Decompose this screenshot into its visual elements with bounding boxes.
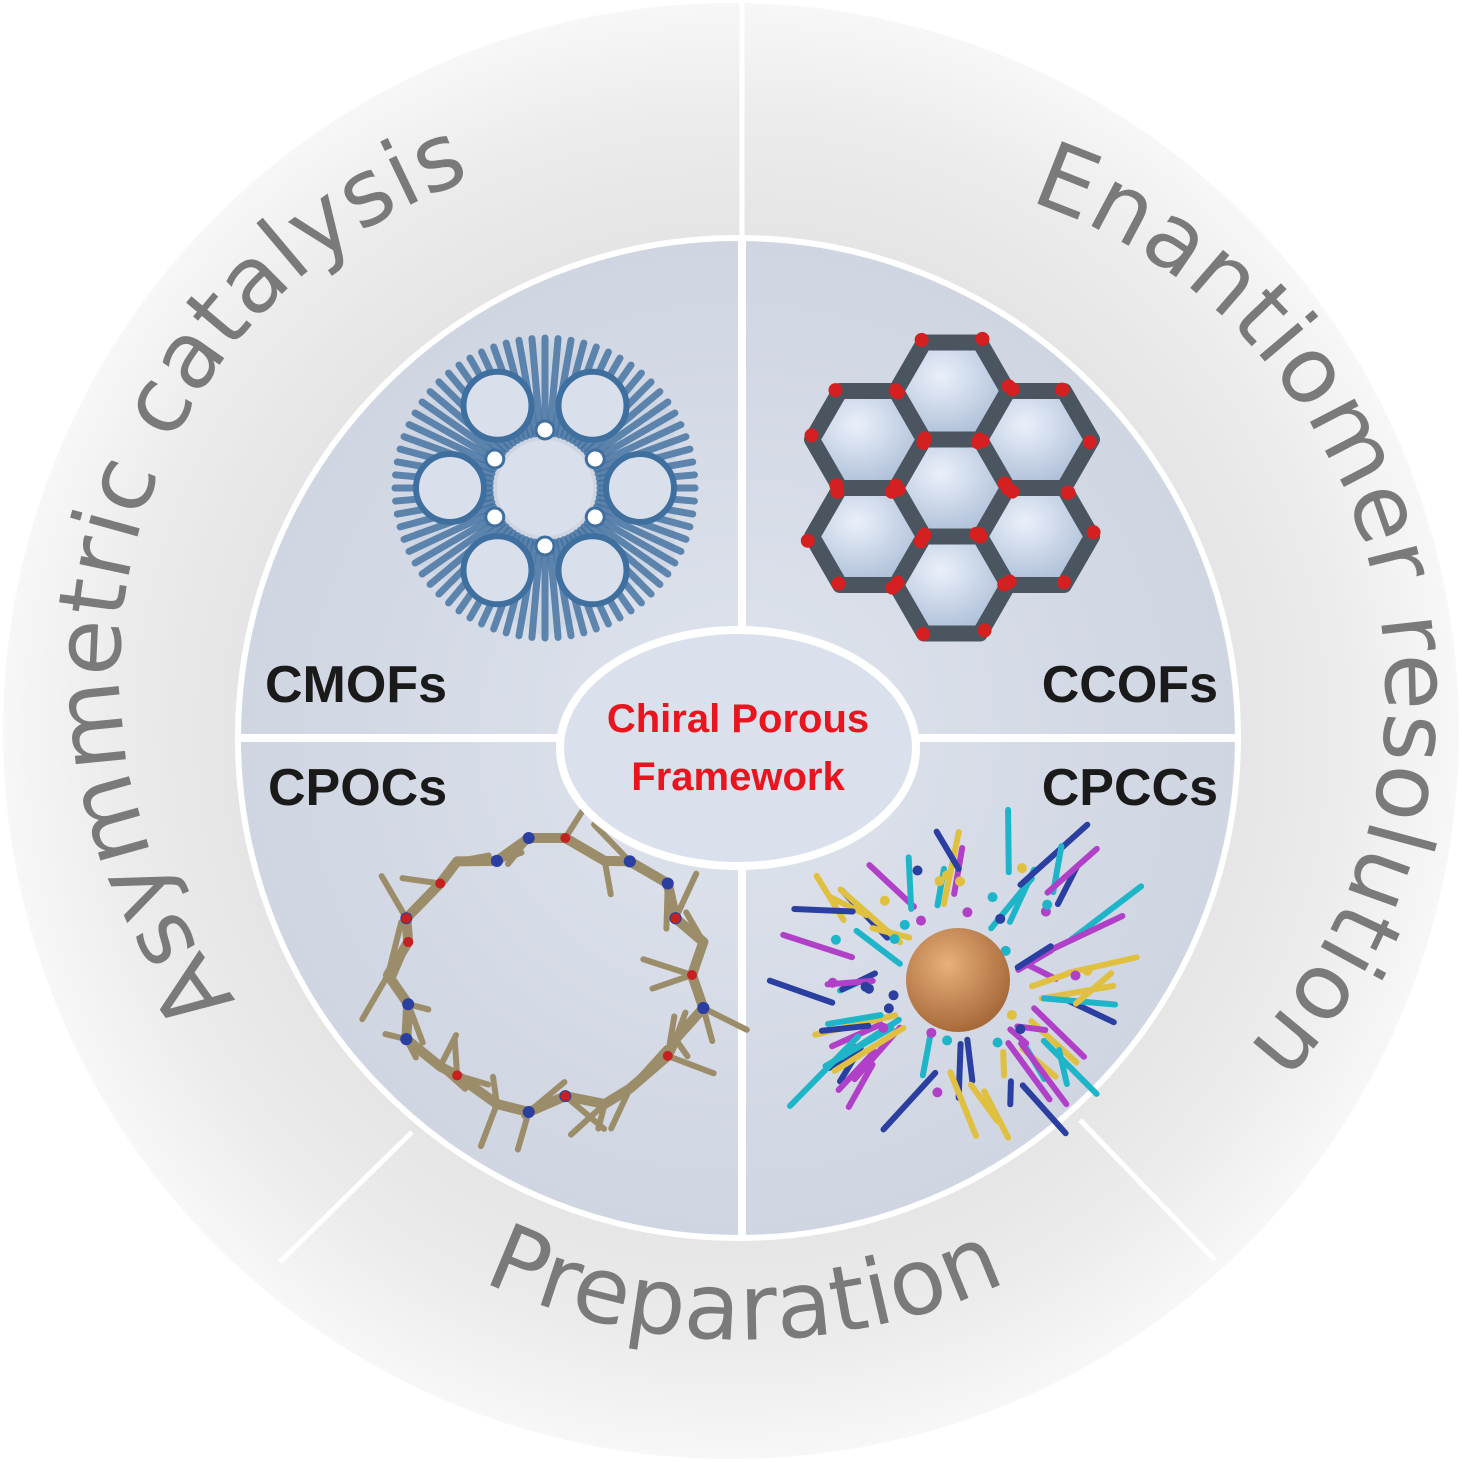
center-badge: Chiral Porous Framework xyxy=(556,626,920,870)
cpoc-structure-image xyxy=(359,789,750,1153)
center-title-line1: Chiral Porous xyxy=(607,697,869,741)
cmof-structure-image xyxy=(391,334,699,642)
cpccs-label: CPCCs xyxy=(1042,759,1218,817)
cmofs-label: CMOFs xyxy=(265,656,447,714)
ccof-structure-image xyxy=(800,331,1101,642)
center-title-line2: Framework xyxy=(631,755,845,799)
cpcc-structure-image xyxy=(766,806,1145,1141)
cpocs-label: CPOCs xyxy=(268,759,447,817)
ccofs-label: CCOFs xyxy=(1042,656,1218,714)
